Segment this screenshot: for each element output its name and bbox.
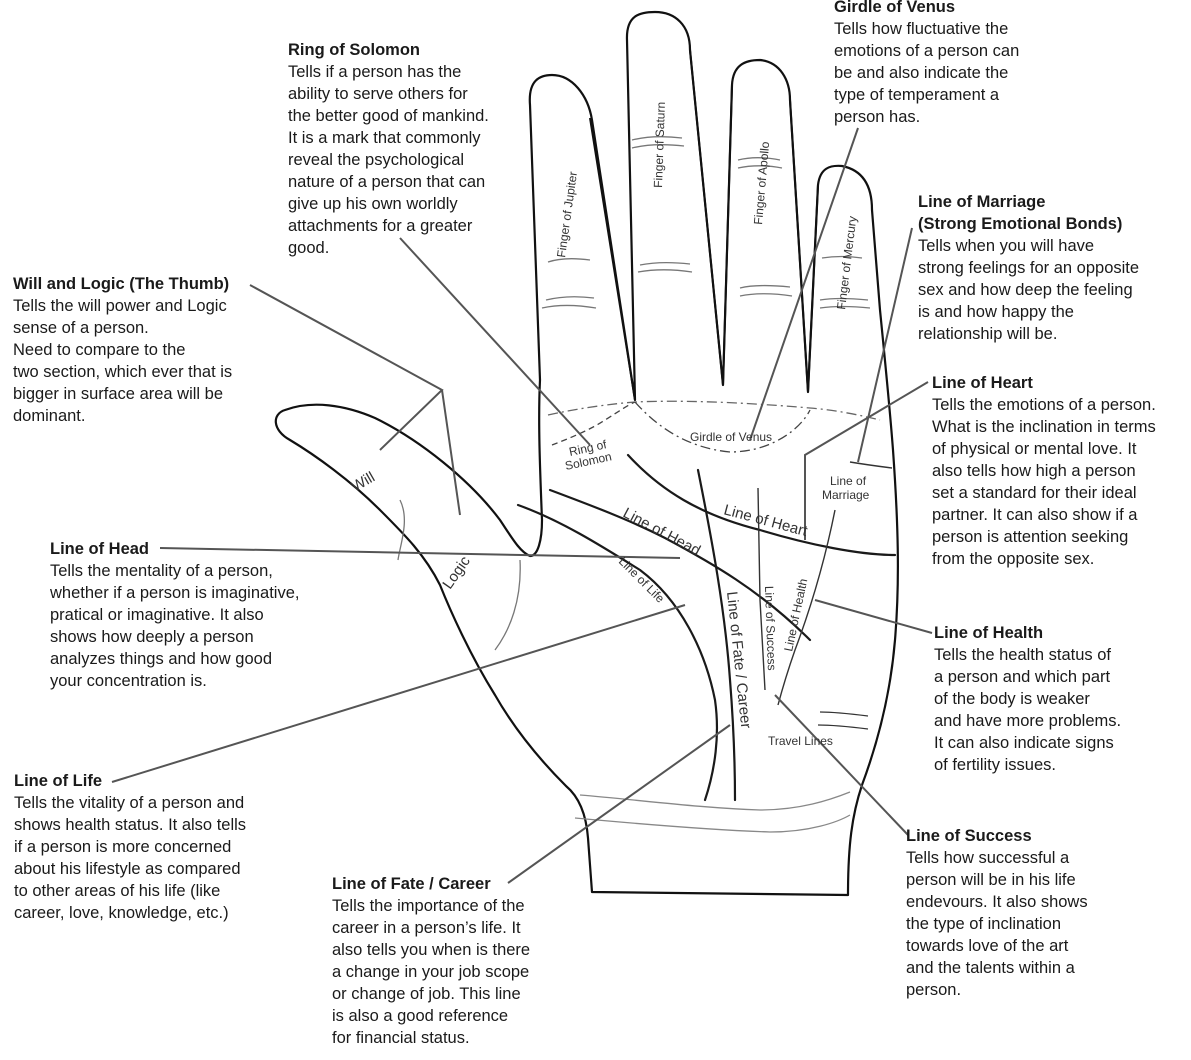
label-line-of-success: Line of Success (762, 586, 779, 671)
finger-creases (397, 136, 871, 651)
callout-line-of-marriage: Line of Marriage (Strong Emotional Bonds… (918, 191, 1178, 345)
callout-title: Line of Fate / Career (332, 875, 491, 893)
callout-title: Will and Logic (The Thumb) (13, 275, 230, 293)
line-of-marriage-path (849, 461, 893, 469)
label-girdle-of-venus: Girdle of Venus (690, 430, 772, 444)
label-finger-mercury: Finger of Mercury (834, 215, 859, 310)
callout-body: Tells when you will have strong feelings… (918, 237, 1140, 343)
line-of-fate-path (696, 468, 737, 802)
leader-ring-of-solomon (399, 237, 591, 446)
callout-line-of-health: Line of Health Tells the health status o… (934, 622, 1164, 776)
girdle-of-venus-line (634, 401, 811, 453)
leader-line-of-head (159, 547, 681, 559)
callout-will-and-logic: Will and Logic (The Thumb) Tells the wil… (13, 273, 263, 427)
label-will: Will (349, 469, 378, 496)
leader-line-of-life (111, 604, 686, 783)
callout-body: Tells the will power and Logic sense of … (13, 297, 233, 425)
callout-body: Tells if a person has the ability to ser… (288, 63, 489, 257)
line-of-head-path (548, 488, 812, 642)
hand-outline (274, 10, 899, 897)
line-of-success-path (757, 487, 766, 691)
wrist-creases (574, 791, 851, 833)
callout-line-of-life: Line of Life Tells the vitality of a per… (14, 770, 289, 924)
callout-body: Tells the emotions of a person. What is … (932, 396, 1156, 568)
callout-body: Tells the importance of the career in a … (332, 897, 531, 1047)
callout-body: Tells the health status of a person and … (934, 646, 1122, 774)
leader-girdle-of-venus (749, 127, 859, 441)
callout-title: Girdle of Venus (834, 0, 956, 16)
leader-line-of-fate (507, 724, 731, 884)
label-line-of-marriage-2: Marriage (822, 488, 870, 502)
callout-body: Tells the vitality of a person and shows… (14, 794, 247, 922)
travel-lines (817, 711, 869, 730)
leader-line-of-marriage (857, 227, 913, 463)
label-line-of-heart: Line of Heart (722, 501, 810, 540)
callout-ring-of-solomon: Ring of Solomon Tells if a person has th… (288, 39, 533, 259)
callout-body: Tells the mentality of a person, whether… (50, 562, 300, 690)
callout-title: Line of Health (934, 624, 1044, 642)
label-finger-saturn: Finger of Saturn (651, 102, 668, 188)
label-finger-jupiter: Finger of Jupiter (554, 171, 580, 259)
callout-girdle-of-venus: Girdle of Venus Tells how fluctuative th… (834, 0, 1064, 128)
label-line-of-life: Line of Life (616, 554, 668, 606)
label-line-of-marriage-1: Line of (830, 474, 867, 488)
line-of-heart-path (626, 453, 897, 557)
line-of-health-path (777, 509, 836, 706)
label-finger-apollo: Finger of Apollo (751, 141, 772, 226)
label-travel-lines: Travel Lines (768, 734, 833, 748)
callout-line-of-heart: Line of Heart Tells the emotions of a pe… (932, 372, 1187, 570)
leader-line-of-health (814, 599, 933, 634)
leader-lines (111, 127, 933, 884)
callout-title: Line of Marriage (Strong Emotional Bonds… (918, 193, 1123, 233)
line-of-life-path (516, 503, 719, 802)
leader-will-and-logic (249, 284, 461, 516)
callout-title: Line of Life (14, 772, 102, 790)
callout-title: Line of Head (50, 540, 150, 558)
callout-line-of-fate: Line of Fate / Career Tells the importan… (332, 873, 562, 1049)
callout-title: Line of Heart (932, 374, 1033, 392)
callout-title: Ring of Solomon (288, 41, 420, 59)
leader-line-of-success (774, 694, 909, 836)
finger-base-line (547, 400, 881, 421)
ring-of-solomon-line (551, 401, 636, 446)
label-line-of-head: Line of Head (620, 505, 703, 560)
callout-body: Tells how successful a person will be in… (906, 849, 1088, 999)
label-logic: Logic (439, 553, 474, 593)
leader-line-of-heart (804, 381, 929, 540)
palm-lines (516, 453, 897, 802)
callout-body: Tells how fluctuative the emotions of a … (834, 20, 1020, 126)
callout-title: Line of Success (906, 827, 1032, 845)
label-line-of-health: Line of Health (781, 577, 810, 652)
callout-line-of-success: Line of Success Tells how successful a p… (906, 825, 1126, 1001)
callout-line-of-head: Line of Head Tells the mentality of a pe… (50, 538, 340, 692)
